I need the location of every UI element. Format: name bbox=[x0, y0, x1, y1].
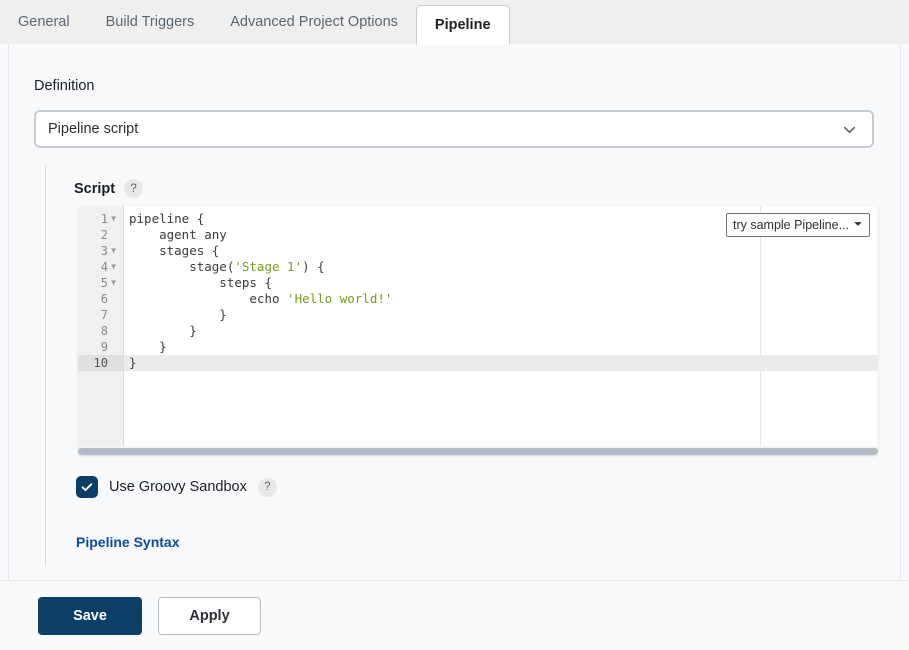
tab-general[interactable]: General bbox=[18, 14, 70, 30]
code-line: pipeline { bbox=[129, 211, 205, 226]
script-help-icon[interactable]: ? bbox=[124, 179, 144, 198]
gutter-line: 8 bbox=[100, 324, 108, 338]
editor-code-area[interactable]: pipeline { agent any stages { stage('Sta… bbox=[124, 206, 878, 446]
fold-arrow-icon: ▼ bbox=[111, 262, 116, 271]
editor-gutter: 1▼ 2 3▼ 4▼ 5▼ 6 7 8 9 10 bbox=[78, 206, 124, 446]
definition-label: Definition bbox=[34, 78, 95, 94]
use-groovy-sandbox-label: Use Groovy Sandbox bbox=[109, 479, 247, 495]
gutter-line-active: 10 bbox=[78, 355, 123, 371]
code-line: agent any bbox=[129, 227, 227, 242]
tab-bar: General Build Triggers Advanced Project … bbox=[0, 0, 909, 45]
definition-select[interactable]: Pipeline script bbox=[34, 110, 874, 148]
gutter-line: 2 bbox=[100, 228, 108, 242]
editor-body[interactable]: 1▼ 2 3▼ 4▼ 5▼ 6 7 8 9 10 pipeline { agen… bbox=[78, 206, 878, 446]
use-groovy-sandbox-checkbox[interactable] bbox=[76, 476, 98, 498]
print-margin bbox=[760, 206, 761, 446]
code-line-active: } bbox=[124, 355, 878, 371]
use-groovy-sandbox-row: Use Groovy Sandbox ? bbox=[76, 476, 277, 498]
code-line: } bbox=[129, 307, 227, 322]
tab-advanced-project-options[interactable]: Advanced Project Options bbox=[230, 14, 398, 30]
script-section: Script ? 1▼ 2 3▼ 4▼ 5▼ 6 7 8 9 10 bbox=[45, 166, 878, 566]
save-button[interactable]: Save bbox=[38, 597, 142, 635]
code-line: steps { bbox=[129, 275, 272, 290]
form-footer: Save Apply bbox=[0, 580, 909, 650]
try-sample-pipeline-select[interactable]: try sample Pipeline... bbox=[725, 213, 870, 237]
gutter-line: 1▼ bbox=[78, 211, 123, 227]
chevron-down-icon bbox=[853, 218, 863, 232]
tab-pipeline[interactable]: Pipeline bbox=[415, 5, 510, 45]
tab-build-triggers[interactable]: Build Triggers bbox=[105, 14, 195, 30]
fold-arrow-icon: ▼ bbox=[111, 246, 116, 255]
gutter-line: 5▼ bbox=[78, 275, 123, 291]
code-line: } bbox=[129, 339, 167, 354]
gutter-line: 3▼ bbox=[78, 243, 123, 259]
code-line: stage('Stage 1') { bbox=[129, 259, 325, 274]
apply-button[interactable]: Apply bbox=[158, 597, 261, 635]
script-header: Script ? bbox=[74, 179, 144, 198]
checkmark-icon bbox=[81, 483, 93, 492]
gutter-line: 4▼ bbox=[78, 259, 123, 275]
fold-arrow-icon: ▼ bbox=[111, 214, 116, 223]
fold-arrow-icon: ▼ bbox=[111, 278, 116, 287]
chevron-down-icon bbox=[834, 122, 864, 137]
string-literal: 'Stage 1' bbox=[234, 259, 303, 274]
code-line: echo 'Hello world!' bbox=[129, 291, 393, 306]
groovy-script-editor[interactable]: 1▼ 2 3▼ 4▼ 5▼ 6 7 8 9 10 pipeline { agen… bbox=[78, 206, 878, 455]
gutter-line: 6 bbox=[100, 292, 108, 306]
gutter-line: 7 bbox=[100, 308, 108, 322]
scrollbar-thumb[interactable] bbox=[78, 448, 878, 455]
definition-selected-value: Pipeline script bbox=[48, 121, 139, 137]
pipeline-syntax-link[interactable]: Pipeline Syntax bbox=[76, 534, 180, 550]
pipeline-config-panel: Definition Pipeline script Script ? 1▼ 2… bbox=[8, 44, 901, 580]
gutter-line: 9 bbox=[100, 340, 108, 354]
editor-horizontal-scrollbar[interactable] bbox=[78, 446, 878, 455]
script-label: Script bbox=[74, 180, 116, 197]
string-literal: 'Hello world!' bbox=[287, 291, 393, 306]
try-sample-pipeline-value: try sample Pipeline... bbox=[732, 218, 849, 232]
code-line: stages { bbox=[129, 243, 220, 258]
sandbox-help-icon[interactable]: ? bbox=[257, 477, 277, 497]
code-line: } bbox=[129, 323, 197, 338]
